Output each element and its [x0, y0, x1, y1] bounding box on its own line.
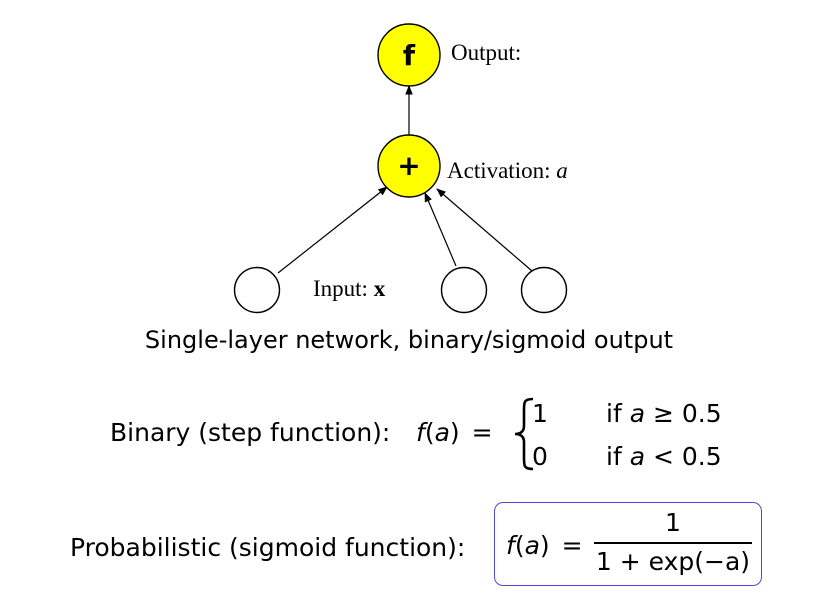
- sigmoid-denominator: 1 + exp(−a): [595, 547, 751, 576]
- binary-case1-condition: if a ≥ 0.5: [606, 399, 722, 428]
- input-node-3: [520, 266, 568, 314]
- binary-lhs: f(a) =: [416, 418, 493, 447]
- binary-case1-value: 1: [532, 399, 548, 428]
- binary-equals: =: [471, 418, 493, 447]
- binary-case1-if: if: [606, 399, 622, 428]
- binary-case2-value: 0: [532, 442, 548, 471]
- input-node-2: [440, 266, 488, 314]
- binary-case2-threshold: 0.5: [681, 442, 722, 471]
- output-label: Output:: [451, 40, 522, 65]
- sigmoid-fraction-bar: [594, 542, 752, 544]
- edge-input1-to-sum: [277, 186, 388, 274]
- input-label-text: Input:: [313, 276, 368, 301]
- binary-case1-var: a: [629, 399, 646, 428]
- sigmoid-lhs-open: (: [514, 531, 525, 560]
- binary-left-brace: [514, 397, 534, 471]
- sum-node-symbol: +: [397, 149, 420, 182]
- binary-case2-var: a: [629, 442, 646, 471]
- binary-label: Binary (step function):: [110, 418, 391, 447]
- binary-lhs-open: (: [424, 418, 435, 447]
- sigmoid-numerator: 1: [665, 508, 681, 537]
- sigmoid-equals: =: [561, 531, 583, 560]
- input-variable: x: [373, 276, 386, 301]
- sigmoid-formula-box: [494, 502, 762, 586]
- sigmoid-lhs-f: f: [506, 531, 515, 560]
- input-node-1: [233, 266, 281, 314]
- output-node: [377, 23, 441, 87]
- binary-case2-if: if: [606, 442, 622, 471]
- sum-node: [377, 134, 441, 198]
- binary-case1-rel: ≥: [652, 399, 674, 428]
- edge-input3-to-sum: [436, 188, 533, 272]
- diagram-caption: Single-layer network, binary/sigmoid out…: [144, 326, 674, 354]
- binary-case2-condition: if a < 0.5: [606, 442, 722, 471]
- sigmoid-label: Probabilistic (sigmoid function):: [70, 533, 466, 562]
- binary-lhs-f: f: [416, 418, 425, 447]
- activation-label: Activation: a: [447, 158, 568, 184]
- activation-label-text: Activation:: [447, 158, 551, 183]
- binary-lhs-close: ): [449, 418, 460, 447]
- edge-input2-to-sum: [424, 192, 457, 267]
- input-label: Input: x: [313, 276, 385, 302]
- binary-lhs-a: a: [434, 418, 450, 447]
- activation-variable: a: [556, 158, 568, 183]
- binary-case1-threshold: 0.5: [681, 399, 722, 428]
- sigmoid-lhs-a: a: [524, 531, 540, 560]
- binary-case2-rel: <: [652, 442, 674, 471]
- sigmoid-lhs: f(a) =: [506, 531, 583, 560]
- output-node-symbol: f: [403, 39, 416, 72]
- sigmoid-lhs-close: ): [539, 531, 550, 560]
